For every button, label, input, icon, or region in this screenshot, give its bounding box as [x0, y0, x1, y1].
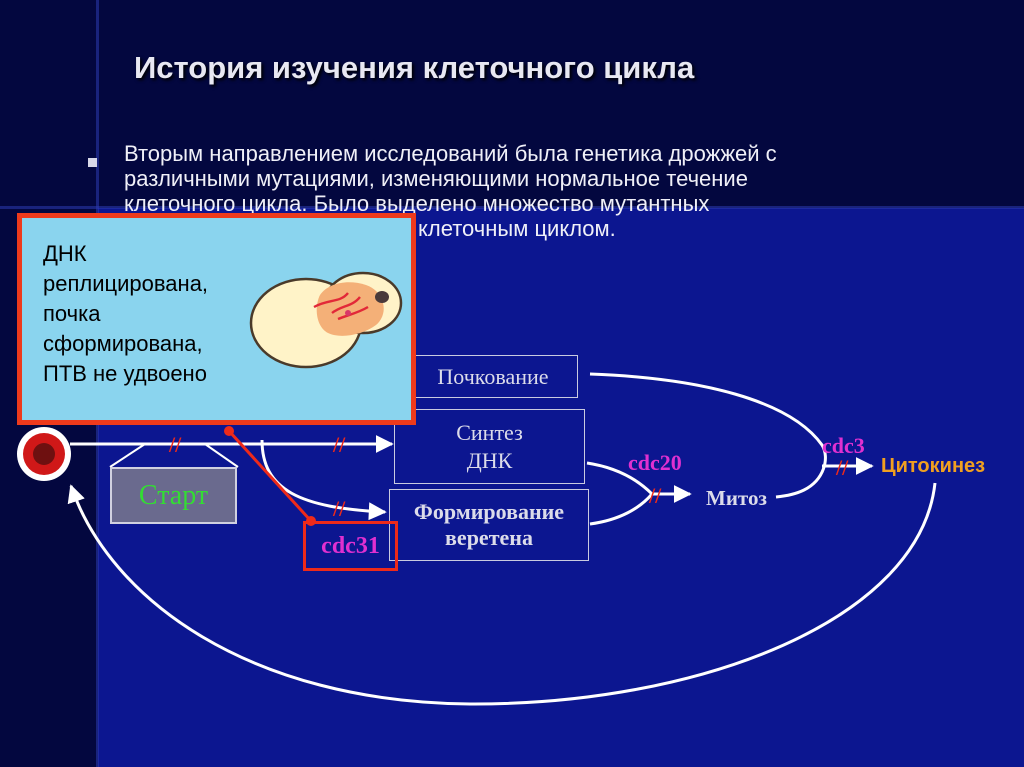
cell-icon [17, 427, 71, 481]
spindle-line: Формирование [413, 499, 565, 524]
bullet-paragraph: Вторым направлением исследований была ге… [124, 141, 904, 241]
budding-to-cytokinesis-curve [589, 372, 827, 499]
block-mark: // [332, 496, 346, 521]
spindle-to-mitosis-curve [589, 493, 654, 526]
slide-title: История изучения клеточного цикла [134, 50, 695, 85]
bullet-icon [88, 158, 97, 167]
callout-text: ДНК реплицирована, почка сформирована, П… [43, 239, 208, 389]
dna-synthesis-box: Синтез ДНК [394, 409, 585, 484]
mitosis-label: Митоз [706, 486, 767, 510]
gene-label-cdc20: cdc20 [628, 450, 682, 475]
callout-line: сформирована, [43, 331, 203, 356]
start-connector [109, 443, 239, 468]
callout-popup: ДНК реплицирована, почка сформирована, П… [17, 213, 416, 425]
block-mark: // [332, 432, 346, 457]
decorative-line-horizontal [0, 206, 1024, 209]
callout-line: ДНК [43, 241, 87, 266]
block-mark: // [168, 432, 182, 457]
branch-curve-to-spindle [260, 439, 387, 521]
paragraph-line: клеточного цикла. Было выделено множеств… [124, 191, 710, 216]
pointer-dot-top [224, 426, 234, 436]
dna-synthesis-line: Синтез [456, 419, 523, 445]
callout-line: почка [43, 301, 101, 326]
callout-line: ПТВ не удвоено [43, 361, 207, 386]
return-arc [67, 482, 937, 706]
cytokinesis-label: Цитокинез [881, 455, 986, 477]
budding-box: Почкование [408, 355, 578, 398]
block-mark: // [648, 483, 662, 508]
budding-yeast-illustration [248, 263, 408, 378]
spindle-formation-box: Формирование веретена [389, 489, 589, 561]
dna-synthesis-line: ДНК [466, 447, 513, 473]
paragraph-line: клеточным циклом. [418, 216, 616, 241]
callout-line: реплицирована, [43, 271, 209, 296]
paragraph-line: Вторым направлением исследований была ге… [124, 141, 777, 166]
gene-label-cdc3: cdc3 [822, 433, 865, 458]
paragraph-line: различными мутациями, изменяющими нормал… [124, 166, 748, 191]
block-mark: // [835, 455, 849, 480]
pointer-line [227, 429, 313, 523]
synthesis-to-mitosis-curve [586, 461, 654, 496]
yeast-cell-icon [249, 271, 403, 369]
spindle-line: веретена [445, 525, 533, 550]
start-box: Старт [110, 467, 237, 524]
cdc31-highlight-box: cdc31 [303, 521, 398, 571]
